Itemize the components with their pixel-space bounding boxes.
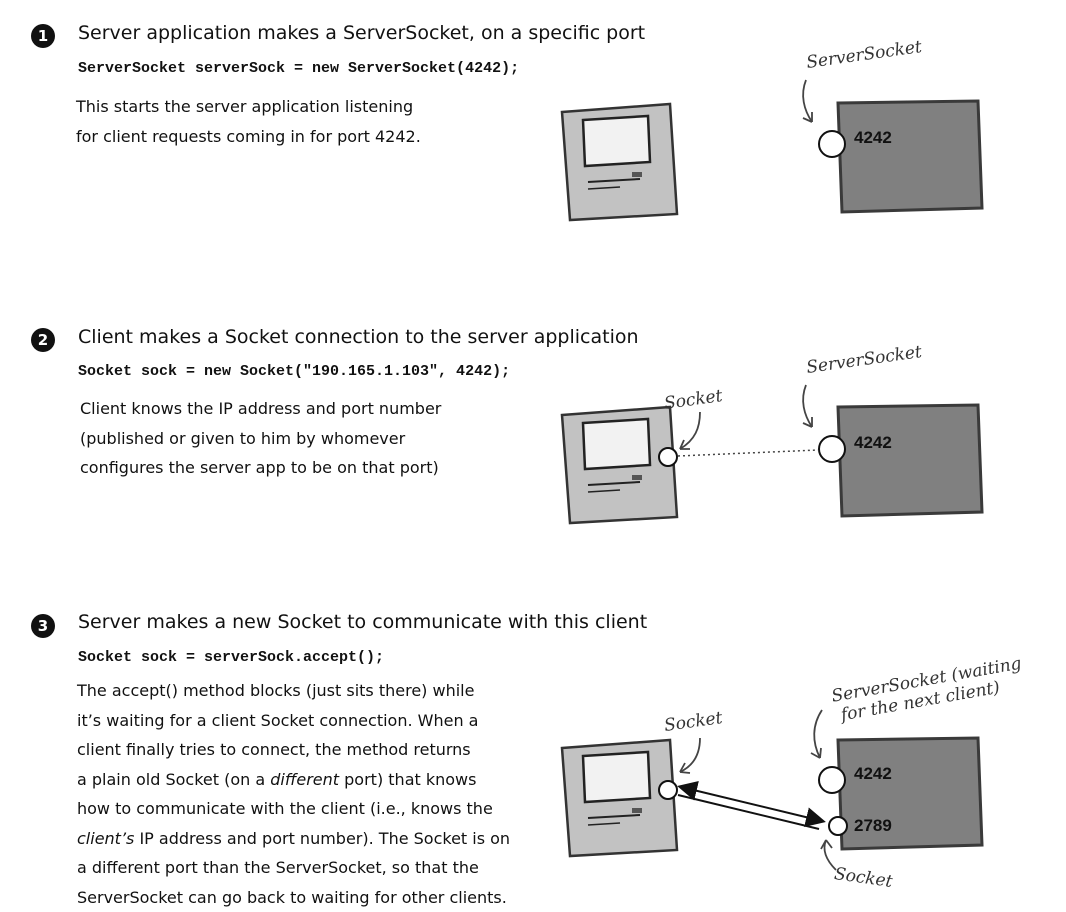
server-port-number-1: 4242 [854,128,892,147]
description-line: This starts the server application liste… [76,97,414,116]
description-emphasis: client’s [77,828,135,848]
step-number-badge-3: 3 [31,614,55,638]
code-line-2: Socket sock = new Socket("190.165.1.103"… [78,363,511,380]
client-computer-3 [560,738,679,858]
server-box-2 [836,403,984,518]
description-text: port) that knows [339,769,477,789]
step-number-badge-2: 2 [31,328,55,352]
description-line: (published or given to him by whomever [80,428,406,448]
step-description-1: This starts the server application liste… [76,92,421,151]
step-heading-2: Client makes a Socket connection to the … [78,326,639,348]
code-line-3: Socket sock = serverSock.accept(); [78,649,385,666]
description-line: ServerSocket can go back to waiting for … [77,887,507,907]
client-socket-circle-3 [658,780,678,800]
description-text: IP address and port number). The Socket … [134,828,511,848]
description-line: a plain old Socket (on a different port)… [77,765,510,795]
step-number-badge-1: 1 [31,24,55,48]
description-line: client finally tries to connect, the met… [77,740,471,759]
description-line: how to communicate with the client (i.e.… [77,799,493,818]
server-port-circle-3 [818,766,846,794]
description-line: Client knows the IP address and port num… [80,399,442,418]
server-port-circle-2 [818,435,846,463]
two-way-connection-arrow [677,781,826,830]
server-box-1 [836,99,984,214]
description-emphasis: different [270,769,340,789]
description-line: a different port than the ServerSocket, … [77,858,479,877]
serversocket-pointer-2 [802,384,813,428]
step-description-3: The accept() method blocks (just sits th… [77,676,510,912]
server-box-3 [836,736,984,851]
code-line-1: ServerSocket serverSock = new ServerSock… [78,60,520,77]
description-text: a plain old Socket (on a [77,769,271,789]
server-port-number-3: 4242 [854,764,892,783]
serversocket-pointer-3 [813,709,823,759]
server-new-socket-circle [828,816,848,836]
connection-dotted-line [677,449,819,457]
description-line: configures the server app to be on that … [80,458,439,477]
new-socket-port-number: 2789 [854,816,892,835]
socket-pointer-2 [679,411,701,450]
step-description-2: Client knows the IP address and port num… [80,394,441,483]
description-line: for client requests coming in for port 4… [76,126,421,146]
client-computer-2 [560,405,679,525]
step-heading-3: Server makes a new Socket to communicate… [78,611,648,633]
description-line: The accept() method blocks (just sits th… [77,681,475,700]
description-line: it’s waiting for a client Socket connect… [77,710,479,730]
description-line: client’s IP address and port number). Th… [77,824,510,854]
server-port-number-2: 4242 [854,433,892,452]
step-heading-1: Server application makes a ServerSocket,… [78,22,646,44]
serversocket-pointer-1 [802,79,813,123]
client-socket-circle-2 [658,447,678,467]
server-port-circle-1 [818,130,846,158]
client-computer-1 [560,102,679,222]
socket-pointer-3 [679,737,701,773]
